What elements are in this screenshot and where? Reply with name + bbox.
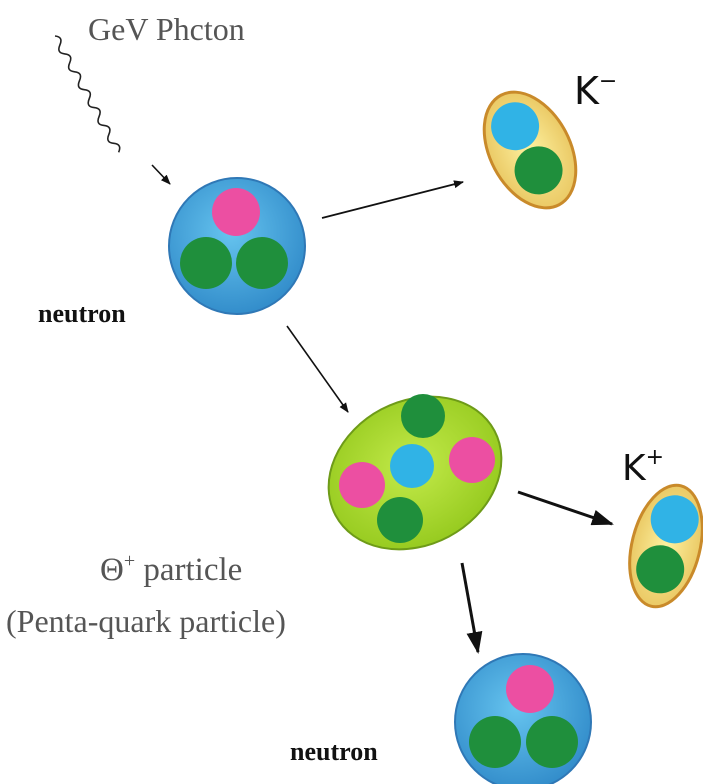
quark-green [514,146,563,195]
quark-green [377,497,423,543]
photon-label: GeV Phcton [88,11,245,47]
arrow-to-pentaquark [286,325,349,413]
neutron-top [168,177,306,315]
quark-green [526,716,578,768]
neutron-top-label: neutron [38,299,126,328]
photon-wave [54,35,121,153]
quark-magenta [339,462,385,508]
k-minus-meson [482,90,578,210]
quark-cyan [491,102,540,151]
quark-magenta [449,437,495,483]
quark-green [401,394,445,438]
arrow-to-neutron-bottom [460,562,483,654]
quark-cyan [390,444,434,488]
pentaquark-label: (Penta-quark particle) [6,603,286,639]
arrow-to-k-minus [321,180,464,219]
quark-green [636,545,685,594]
quark-green [469,716,521,768]
k-plus-label: K+ [622,445,664,489]
quark-magenta [212,188,260,236]
k-plus-meson [628,483,703,609]
quark-cyan [650,495,699,544]
quark-green [236,237,288,289]
quark-green [180,237,232,289]
arrow-to-k-plus [517,490,614,526]
neutron-bottom-label: neutron [290,737,378,766]
neutron-bottom [454,653,592,784]
photon-arrow [151,164,171,185]
k-minus-label: K− [574,69,617,113]
theta-plus-label: Θ+ particle [100,550,242,588]
quark-magenta [506,665,554,713]
